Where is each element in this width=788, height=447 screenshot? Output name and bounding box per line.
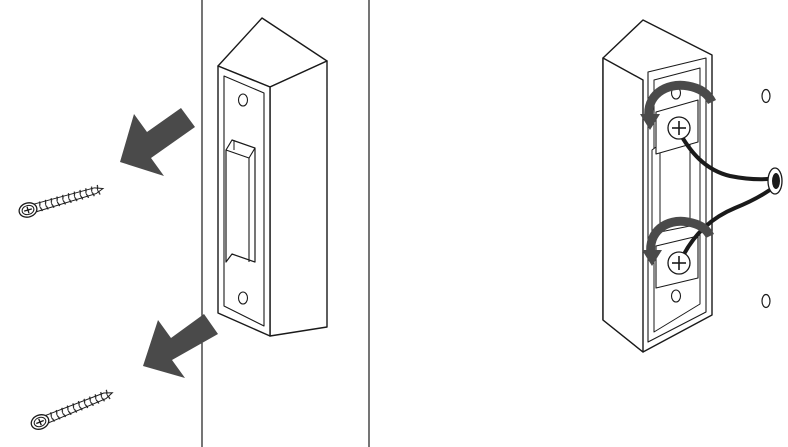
wire-icon bbox=[678, 182, 780, 264]
terminal-screw-icon bbox=[667, 116, 691, 140]
doorbell-chime-box-icon bbox=[217, 17, 328, 337]
wall-hole-icon bbox=[761, 293, 771, 309]
screw-icon bbox=[18, 184, 105, 218]
rotate-arrow-icon bbox=[640, 80, 717, 130]
screw-icon bbox=[30, 388, 114, 430]
wall-hole-icon bbox=[761, 88, 771, 104]
arrow-left-icon bbox=[143, 314, 218, 378]
rotate-arrow-icon bbox=[642, 216, 715, 266]
panel-remove-screws bbox=[18, 17, 328, 430]
wall-hole-icon bbox=[767, 167, 783, 195]
wall-edge-lines bbox=[201, 0, 370, 447]
panel-disconnect-wires bbox=[602, 19, 783, 353]
wire-icon bbox=[676, 128, 780, 182]
terminal-screw-icon bbox=[667, 251, 691, 275]
arrow-left-icon bbox=[120, 108, 195, 176]
doorbell-chime-base-icon bbox=[602, 19, 713, 353]
